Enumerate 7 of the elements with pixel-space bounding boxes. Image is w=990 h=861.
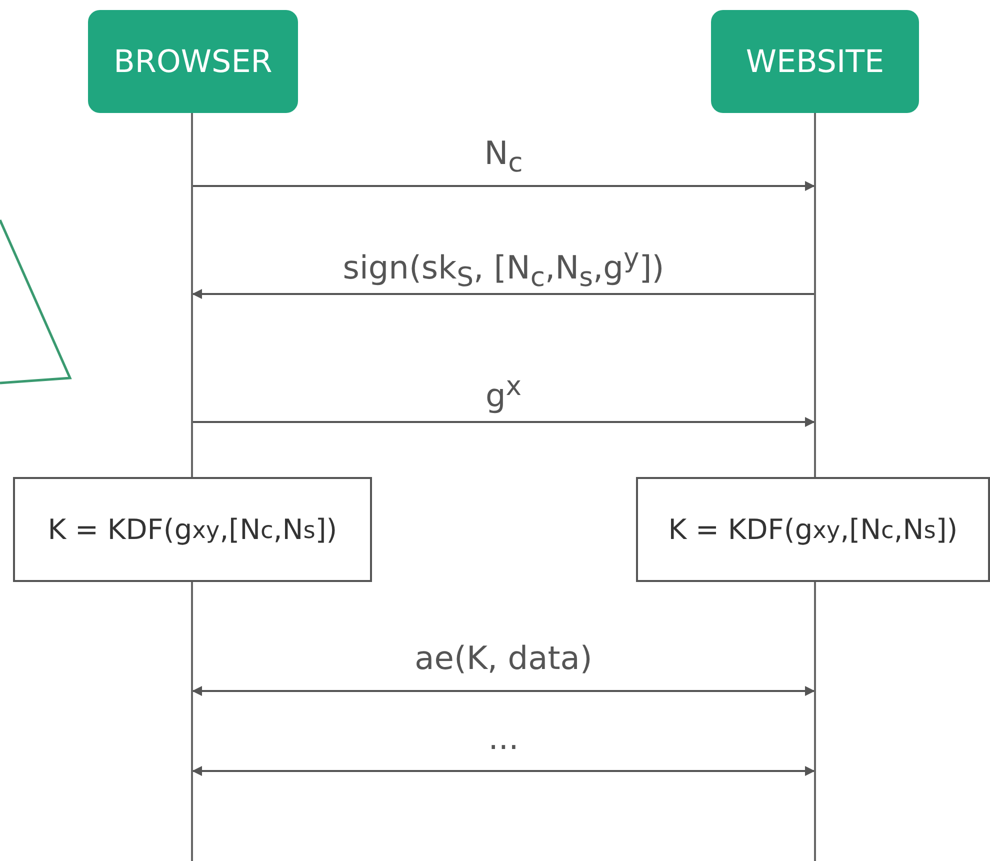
message-arrow — [192, 181, 815, 191]
message-arrow — [192, 766, 815, 776]
message-arrow — [192, 289, 815, 299]
message-arrow — [192, 417, 815, 427]
participant-box: BROWSER — [88, 10, 298, 113]
message-arrow — [192, 686, 815, 696]
participant-box: WEBSITE — [711, 10, 919, 113]
